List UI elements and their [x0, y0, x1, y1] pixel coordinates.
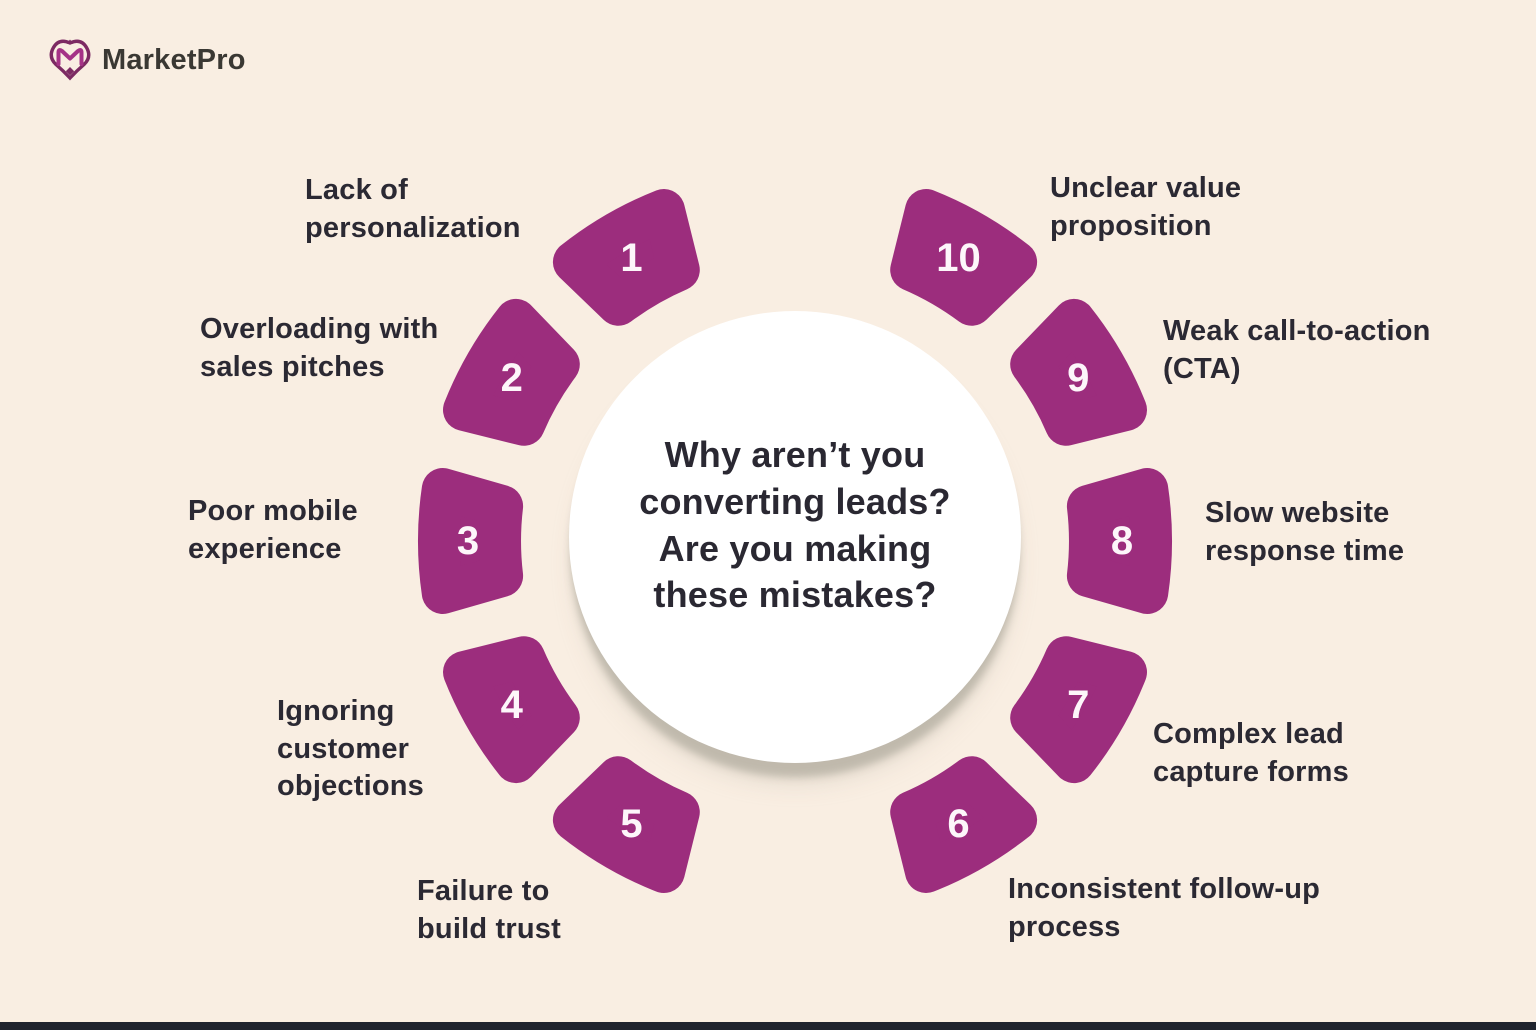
segment-number-4: 4: [500, 682, 523, 727]
wheel-segment-3: [418, 468, 524, 614]
segment-number-1: 1: [620, 235, 643, 280]
segment-label-6: Inconsistent follow-up process: [1008, 873, 1321, 943]
logo-m-monogram: [56, 48, 84, 66]
logo-notch: [66, 39, 74, 44]
segment-label-1: Lack of personalization: [305, 174, 521, 244]
wheel-segment-1: [552, 189, 700, 326]
wheel-segment-2: [443, 298, 580, 446]
footer-bar: [0, 1022, 1536, 1030]
wheel-segment-7: [1010, 636, 1147, 784]
segment-number-7: 7: [1067, 682, 1090, 727]
wheel-segment-9: [1010, 298, 1147, 446]
segment-label-8: Slow website response time: [1205, 497, 1405, 567]
segment-number-10: 10: [936, 235, 981, 280]
segment-label-3: Poor mobile experience: [188, 495, 358, 565]
segment-number-2: 2: [500, 355, 523, 400]
segment-number-9: 9: [1067, 355, 1090, 400]
center-title: Why aren’t you converting leads? Are you…: [639, 434, 951, 616]
brand-name: MarketPro: [102, 43, 246, 76]
segment-number-5: 5: [620, 802, 643, 847]
segment-label-9: Weak call-to-action (CTA): [1163, 315, 1431, 385]
segment-label-4: Ignoring customer objections: [277, 695, 425, 803]
segment-label-5: Failure to build trust: [417, 875, 561, 945]
brand-logo: MarketPro: [48, 38, 246, 82]
wheel-segment-10: [890, 189, 1038, 326]
wheel-segment-5: [552, 756, 700, 893]
segment-number-6: 6: [947, 802, 970, 847]
segment-number-3: 3: [456, 519, 480, 563]
wheel-segment-8: [1066, 468, 1172, 614]
marketpro-logo-icon: [49, 39, 91, 81]
center-circle: [569, 311, 1021, 763]
segment-label-2: Overloading with sales pitches: [200, 313, 439, 383]
segment-number-8: 8: [1110, 519, 1134, 563]
logo-badge-outline: [49, 39, 91, 81]
wheel-segment-4: [443, 636, 580, 784]
wheel-segment-6: [890, 756, 1038, 893]
segment-label-7: Complex lead capture forms: [1153, 718, 1349, 788]
segment-label-10: Unclear value proposition: [1050, 172, 1242, 242]
logo-diamond: [65, 67, 75, 76]
